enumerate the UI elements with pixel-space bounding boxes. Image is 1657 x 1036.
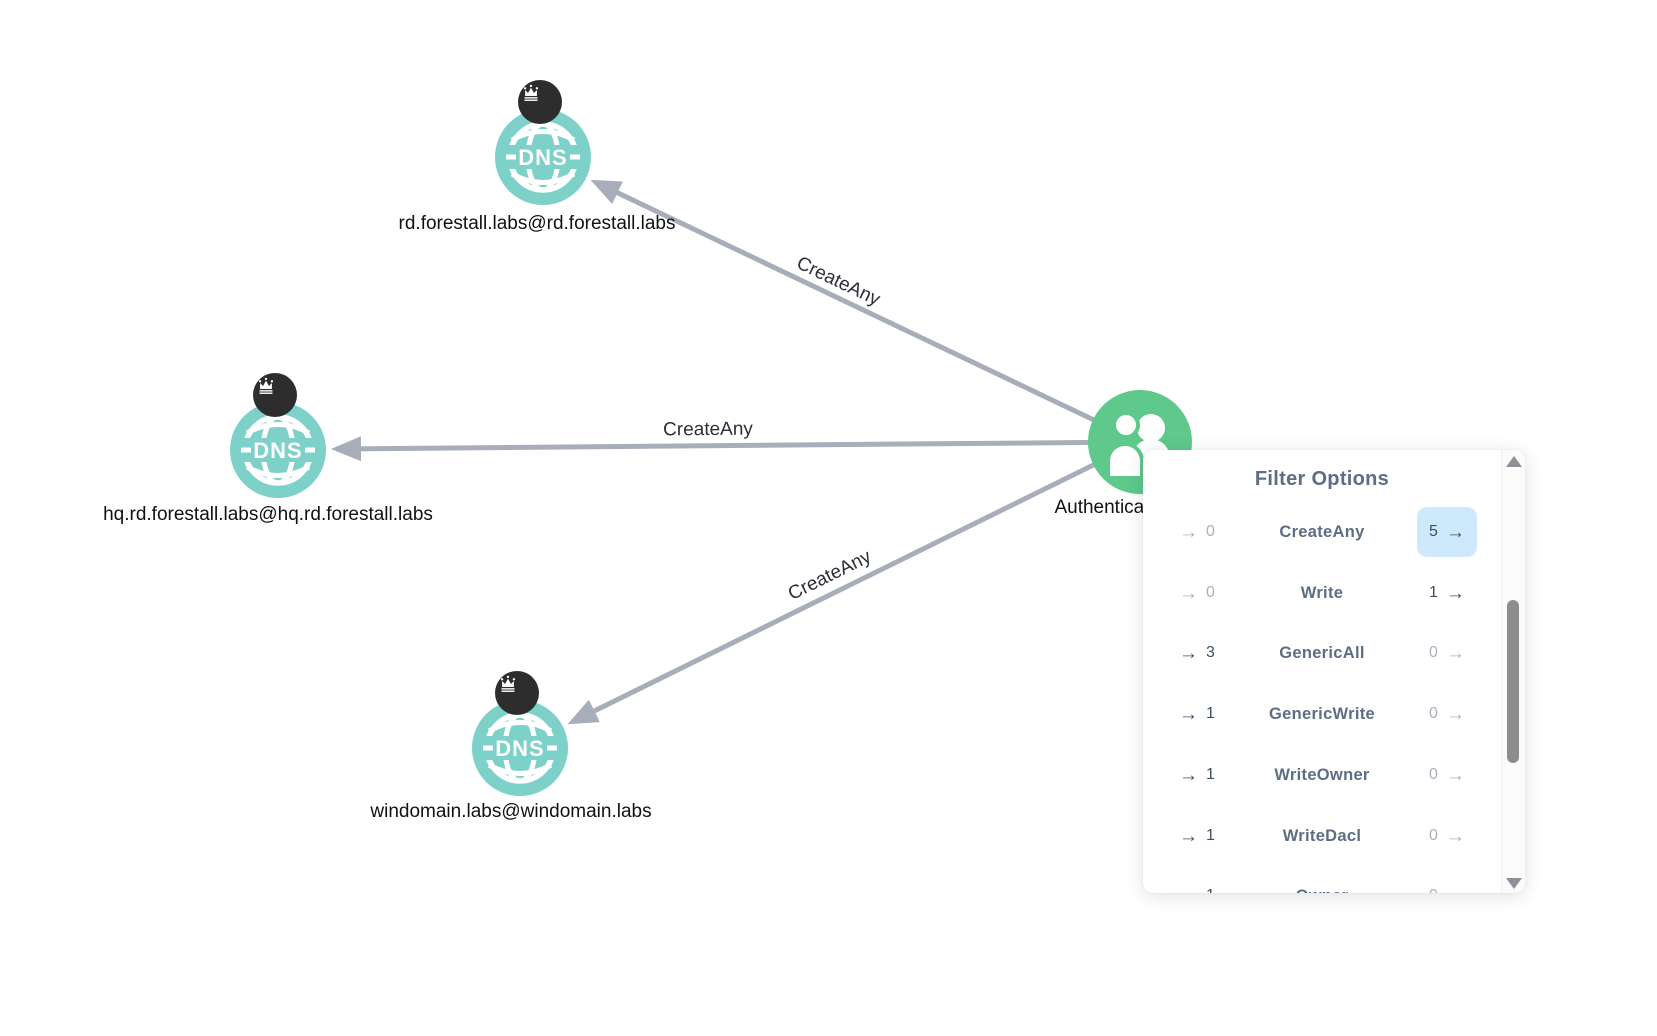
node-domain-hq[interactable]: DNS xyxy=(230,373,326,498)
arrow-right-icon: → xyxy=(1446,887,1465,894)
scrollbar-thumb[interactable] xyxy=(1507,600,1519,763)
edge-createany-hq[interactable] xyxy=(331,436,1141,462)
crown-icon xyxy=(500,675,516,692)
node-label-rd: rd.forestall.labs@rd.forestall.labs xyxy=(398,213,676,234)
filter-row-write[interactable]: →0 Write 1→ xyxy=(1143,563,1501,623)
dns-icon-text: DNS xyxy=(495,735,545,761)
inbound-count[interactable]: →3 xyxy=(1179,642,1215,664)
panel-scrollbar[interactable] xyxy=(1501,450,1525,893)
filter-options-panel: Filter Options →0 CreateAny 5→ →0 Write … xyxy=(1143,450,1525,893)
outbound-count[interactable]: 1→ xyxy=(1429,582,1465,604)
inbound-count[interactable]: →1 xyxy=(1179,825,1215,847)
filter-row-genericall[interactable]: →3 GenericAll 0→ xyxy=(1143,623,1501,683)
dns-icon-text: DNS xyxy=(253,437,303,463)
arrow-right-icon: → xyxy=(1179,582,1199,604)
globe-dns-icon xyxy=(480,712,560,784)
arrow-right-icon: → xyxy=(1179,642,1199,664)
arrow-right-icon: → xyxy=(1445,703,1465,725)
arrow-right-icon: → xyxy=(1179,764,1199,786)
filter-panel-title: Filter Options xyxy=(1254,468,1390,490)
dns-icon-text: DNS xyxy=(518,144,568,170)
crown-icon xyxy=(258,377,274,394)
inbound-count[interactable]: →0 xyxy=(1179,521,1215,543)
filter-row-writedacl[interactable]: →1 WriteDacl 0→ xyxy=(1143,806,1501,866)
outbound-count[interactable]: 0→ xyxy=(1429,703,1465,725)
globe-dns-icon xyxy=(238,414,318,486)
inbound-count[interactable]: →1 xyxy=(1179,764,1215,786)
scroll-down-arrow-icon[interactable] xyxy=(1506,878,1522,889)
edge-createany-windomain[interactable] xyxy=(567,439,1142,725)
scroll-up-arrow-icon[interactable] xyxy=(1506,456,1522,467)
filter-row-label: WriteOwner xyxy=(1274,765,1370,784)
arrow-right-icon: → xyxy=(1445,825,1465,847)
crown-badge xyxy=(253,373,297,417)
inbound-count[interactable]: →1 xyxy=(1161,866,1233,894)
filter-row-createany[interactable]: →0 CreateAny 5→ xyxy=(1143,502,1501,562)
outbound-count-highlighted[interactable]: 5→ xyxy=(1417,507,1477,557)
arrow-right-icon: → xyxy=(1179,825,1199,847)
outbound-count[interactable]: 0→ xyxy=(1429,764,1465,786)
filter-row-genericwrite[interactable]: →1 GenericWrite 0→ xyxy=(1143,684,1501,744)
node-domain-windomain[interactable]: DNS xyxy=(472,671,568,796)
crown-icon xyxy=(523,84,539,101)
node-label-hq: hq.rd.forestall.labs@hq.rd.forestall.lab… xyxy=(103,504,433,525)
outbound-count[interactable]: 0→ xyxy=(1411,866,1483,894)
arrow-right-icon: → xyxy=(1179,703,1199,725)
filter-row-label: Owner xyxy=(1233,866,1411,894)
crown-badge xyxy=(495,671,539,715)
inbound-count[interactable]: →1 xyxy=(1179,703,1215,725)
arrow-right-icon: → xyxy=(1445,642,1465,664)
filter-row-label: GenericAll xyxy=(1279,643,1365,662)
node-domain-rd[interactable]: DNS xyxy=(495,80,591,205)
filter-row-writeowner[interactable]: →1 WriteOwner 0→ xyxy=(1143,745,1501,805)
arrow-right-icon: → xyxy=(1179,521,1199,543)
arrow-right-icon: → xyxy=(1445,521,1465,543)
edge-createany-rd[interactable] xyxy=(590,179,1142,445)
outbound-count[interactable]: 0→ xyxy=(1429,642,1465,664)
arrow-right-icon: → xyxy=(1179,887,1198,894)
filter-row-label: GenericWrite xyxy=(1269,704,1375,723)
filter-row-owner[interactable]: →1 Owner 0→ xyxy=(1143,866,1501,894)
arrow-right-icon: → xyxy=(1445,764,1465,786)
outbound-count[interactable]: 0→ xyxy=(1429,825,1465,847)
node-label-windomain: windomain.labs@windomain.labs xyxy=(370,801,652,822)
filter-row-label: CreateAny xyxy=(1279,522,1365,541)
arrow-right-icon: → xyxy=(1445,582,1465,604)
edge-label-createany-hq[interactable]: CreateAny xyxy=(663,418,753,441)
globe-dns-icon xyxy=(503,121,583,193)
filter-row-label: Write xyxy=(1300,583,1344,602)
crown-badge xyxy=(518,80,562,124)
filter-row-label: WriteDacl xyxy=(1282,826,1362,845)
inbound-count[interactable]: →0 xyxy=(1179,582,1215,604)
